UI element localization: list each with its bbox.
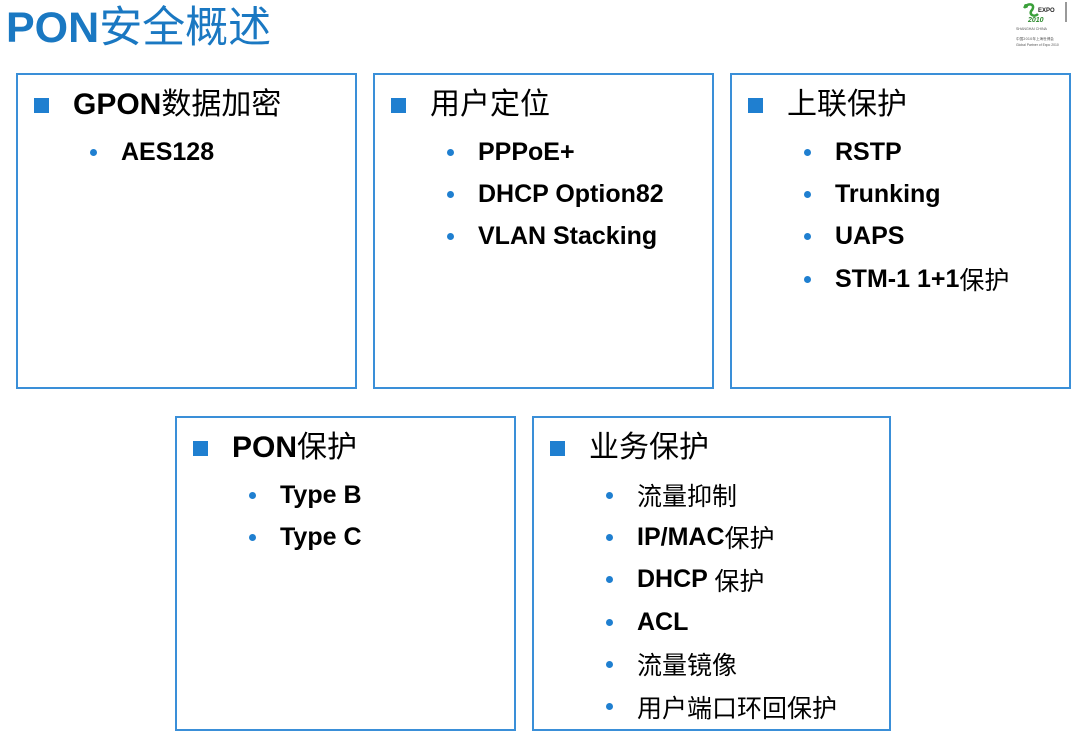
item-bold: Type C bbox=[280, 522, 362, 551]
dot-bullet-icon bbox=[606, 576, 613, 584]
item-rest: 保护 bbox=[714, 567, 765, 596]
item-rest: 流量镜像 bbox=[637, 652, 738, 681]
item-bold: Type B bbox=[280, 480, 362, 509]
item-bold: ACL bbox=[637, 607, 689, 636]
item-bold: Trunking bbox=[835, 179, 941, 208]
dot-bullet-icon bbox=[606, 533, 613, 541]
item-bold: IP/MAC bbox=[637, 522, 725, 551]
dot-bullet-icon bbox=[447, 148, 454, 156]
square-bullet-icon bbox=[391, 97, 406, 113]
expo-logo-graphic: EXPO 2010 SHANGHAI CHINA 中国2010年上海世博会 Gl… bbox=[1016, 2, 1067, 47]
box-heading: 用户定位 bbox=[391, 87, 550, 123]
expo-logo-text-year: 2010 bbox=[1027, 17, 1044, 24]
expo-logo-text-city: SHANGHAI CHINA bbox=[1016, 27, 1048, 31]
dot-bullet-icon bbox=[606, 618, 613, 626]
box-heading: 上联保护 bbox=[748, 87, 907, 123]
box-heading-rest: 保护 bbox=[297, 431, 358, 464]
expo-logo-text-partner: Global Partner of Expo 2010 bbox=[1016, 43, 1059, 47]
item-bold: DHCP Option82 bbox=[478, 179, 664, 208]
box-heading: 业务保护 bbox=[550, 430, 709, 466]
list-item: RSTP bbox=[804, 131, 1009, 173]
list-item: Type C bbox=[249, 516, 362, 558]
list-item: DHCP Option82 bbox=[447, 173, 664, 215]
box-user-location: 用户定位 PPPoE+ DHCP Option82 VLAN Stacking bbox=[373, 73, 714, 389]
expo-logo: EXPO 2010 SHANGHAI CHINA 中国2010年上海世博会 Gl… bbox=[1014, 0, 1080, 52]
item-bold: VLAN Stacking bbox=[478, 222, 658, 251]
dot-bullet-icon bbox=[606, 491, 613, 499]
dot-bullet-icon bbox=[804, 275, 811, 283]
box-heading-text: 业务保护 bbox=[589, 430, 709, 466]
square-bullet-icon bbox=[550, 440, 565, 456]
dot-bullet-icon bbox=[447, 233, 454, 241]
item-rest: 保护 bbox=[724, 525, 775, 554]
list-item: Type B bbox=[249, 474, 362, 516]
item-list: Type B Type C bbox=[249, 474, 362, 559]
box-heading-text: GPON数据加密 bbox=[73, 87, 281, 123]
item-bold: RSTP bbox=[835, 137, 902, 166]
dot-bullet-icon bbox=[447, 190, 454, 198]
list-item: UAPS bbox=[804, 216, 1009, 258]
list-item: PPPoE+ bbox=[447, 131, 664, 173]
square-bullet-icon bbox=[34, 97, 49, 113]
item-bold: PPPoE+ bbox=[478, 137, 575, 166]
item-rest: 保护 bbox=[959, 267, 1010, 296]
dot-bullet-icon bbox=[804, 190, 811, 198]
box-heading-bold: PON bbox=[232, 431, 298, 464]
box-heading: PON保护 bbox=[193, 430, 357, 466]
dot-bullet-icon bbox=[606, 703, 613, 711]
box-heading-text: 用户定位 bbox=[430, 87, 550, 123]
dot-bullet-icon bbox=[606, 660, 613, 668]
box-heading-text: PON保护 bbox=[232, 430, 357, 466]
box-heading-rest: 数据加密 bbox=[161, 88, 282, 121]
list-item: Trunking bbox=[804, 173, 1009, 215]
dot-bullet-icon bbox=[804, 148, 811, 156]
page-title-latin: PON bbox=[6, 4, 100, 52]
box-heading-rest: 用户定位 bbox=[430, 88, 550, 121]
item-rest: 流量抑制 bbox=[637, 483, 738, 512]
list-item: 流量抑制 bbox=[606, 474, 837, 516]
list-item: DHCP 保护 bbox=[606, 559, 837, 601]
box-heading: GPON数据加密 bbox=[34, 87, 281, 123]
dot-bullet-icon bbox=[249, 533, 256, 541]
dot-bullet-icon bbox=[249, 491, 256, 499]
item-bold: STM-1 1+1 bbox=[835, 264, 960, 293]
item-bold: DHCP bbox=[637, 565, 715, 594]
item-bold: UAPS bbox=[835, 222, 905, 251]
item-rest: 用户端口环回保护 bbox=[637, 694, 838, 723]
list-item: 流量镜像 bbox=[606, 643, 837, 685]
item-list: PPPoE+ DHCP Option82 VLAN Stacking bbox=[447, 131, 664, 258]
page-title: PON安全概述 bbox=[6, 2, 271, 54]
dot-bullet-icon bbox=[90, 148, 97, 156]
box-heading-bold: GPON bbox=[73, 88, 162, 121]
list-item: VLAN Stacking bbox=[447, 216, 664, 258]
item-bold: AES128 bbox=[121, 137, 215, 166]
dot-bullet-icon bbox=[804, 233, 811, 241]
square-bullet-icon bbox=[193, 440, 208, 456]
list-item: ACL bbox=[606, 601, 837, 643]
square-bullet-icon bbox=[748, 97, 763, 113]
page-title-cjk: 安全概述 bbox=[99, 4, 272, 52]
list-item: AES128 bbox=[90, 131, 214, 173]
box-heading-text: 上联保护 bbox=[787, 87, 907, 123]
expo-logo-text-expo: EXPO bbox=[1038, 8, 1055, 14]
list-item: 用户端口环回保护 bbox=[606, 685, 837, 727]
box-gpon-encryption: GPON数据加密 AES128 bbox=[16, 73, 357, 389]
box-heading-rest: 上联保护 bbox=[787, 88, 907, 121]
item-list: AES128 bbox=[90, 131, 214, 173]
box-heading-rest: 业务保护 bbox=[589, 431, 709, 464]
expo-logo-text-cn: 中国2010年上海世博会 bbox=[1016, 36, 1054, 41]
box-pon-protection: PON保护 Type B Type C bbox=[175, 416, 516, 731]
